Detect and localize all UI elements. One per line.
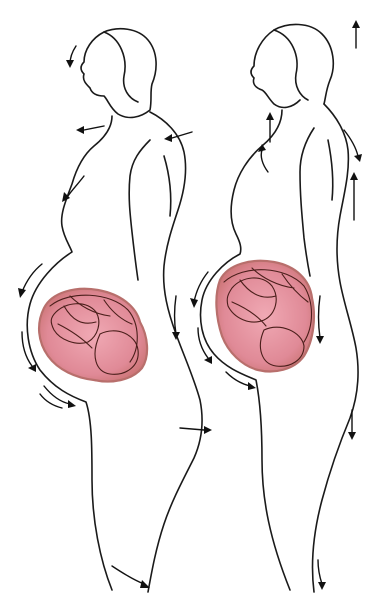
left-arrow-chin-tip (76, 126, 84, 134)
right-arrow-neck-front-tip (266, 112, 274, 120)
right-arrow-back-mid-tip (350, 172, 358, 180)
right-arrow-belly-top-tip (190, 298, 198, 308)
right-figure-arm (300, 128, 314, 276)
left-arrow-belly-bottom-tip (68, 400, 76, 408)
left-arrow-head-top-tip (66, 60, 74, 68)
left-arrow-belly-top (22, 264, 42, 292)
left-arrow-hip (180, 428, 204, 430)
right-uterus (216, 261, 314, 372)
left-arrow-lower-back-tip (172, 332, 180, 340)
right-arrow-hip-tip (348, 432, 356, 440)
right-arrow-front-thigh (226, 372, 250, 386)
right-figure (190, 20, 362, 592)
right-arrow-upper-back-tip (354, 154, 362, 162)
left-arrow-neck-back-tip (164, 134, 172, 142)
right-arrow-head-top-tip (352, 20, 360, 28)
right-arrow-lower-back (319, 296, 321, 338)
left-arrow-front-thigh (40, 394, 62, 408)
left-figure-hair (104, 32, 138, 102)
left-arrow-belly-top-tip (18, 288, 26, 298)
right-figure-back-outline (312, 104, 358, 592)
left-figure-arm-back (164, 156, 171, 216)
right-arrow-front-thigh-tip (248, 382, 256, 390)
left-figure (18, 29, 212, 592)
right-arrow-leg-tip (318, 582, 326, 590)
left-arrow-hip-tip (204, 426, 212, 434)
left-figure-head (81, 29, 156, 118)
left-arrow-leg-tip (140, 580, 150, 588)
left-arrow-leg (112, 566, 144, 584)
right-arrow-chest (261, 150, 268, 172)
left-arrow-chin (84, 126, 104, 130)
left-arrow-lower-back (175, 296, 177, 334)
right-arrow-leg (318, 560, 322, 584)
left-figure-arm (129, 140, 150, 280)
right-figure-head (251, 24, 333, 107)
right-figure-hair (274, 30, 308, 100)
left-uterus (39, 289, 147, 382)
right-figure-arm-back (328, 140, 333, 200)
left-figure-back-outline (148, 112, 202, 592)
right-arrow-lower-back-tip (316, 336, 324, 344)
